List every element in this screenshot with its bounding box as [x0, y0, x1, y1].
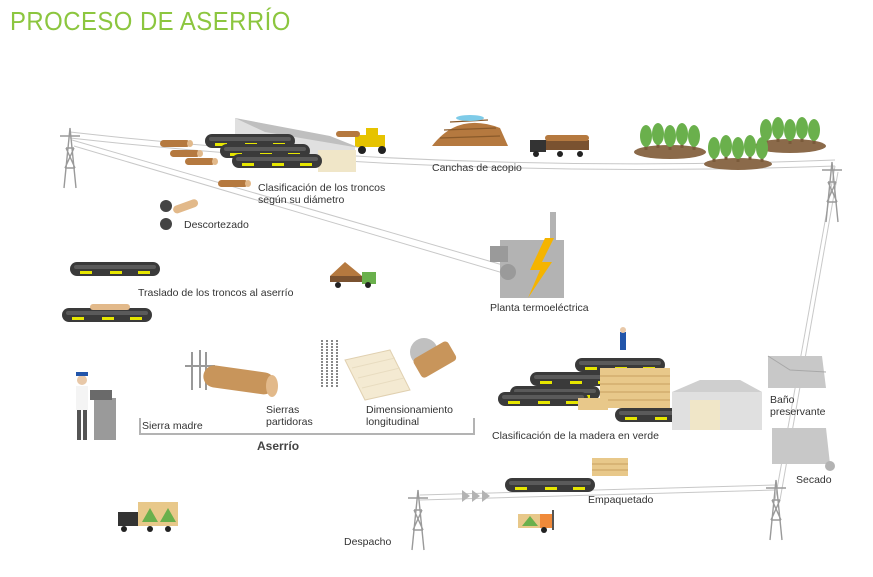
label-gang-saw-1: Sierras	[266, 404, 300, 416]
label-preservative-2: preservante	[770, 406, 826, 418]
packaging-icon	[505, 458, 628, 492]
label-preservative-1: Baño	[770, 394, 795, 406]
label-log-transfer: Traslado de los troncos al aserrío	[138, 287, 294, 299]
label-packaging: Empaquetado	[588, 494, 654, 506]
label-drying: Secado	[796, 474, 832, 486]
log-truck-icon	[530, 135, 589, 157]
power-pylon	[765, 479, 787, 541]
direction-arrows	[462, 490, 490, 502]
loader-icon	[336, 128, 386, 154]
label-edging-1: Dimensionamiento	[366, 404, 453, 416]
forest-icon	[634, 117, 826, 170]
preservative-bath-icon	[767, 355, 827, 388]
edger-icon	[344, 338, 457, 401]
lumber-shed-icon	[672, 380, 762, 430]
dispatch-truck-icon	[118, 502, 178, 532]
label-green-lumber-sorting: Clasificación de la madera en verde	[492, 430, 659, 442]
log-yard-icon	[432, 115, 508, 146]
label-power-plant: Planta termoeléctrica	[490, 302, 589, 314]
forklift-icon	[518, 510, 554, 533]
sawmill-bracket	[139, 418, 475, 435]
chip-truck-icon	[330, 262, 376, 288]
label-log-classification-1: Clasificación de los troncos	[258, 182, 386, 194]
label-edging-2: longitudinal	[366, 416, 420, 428]
power-pylon	[821, 161, 843, 223]
power-lines	[69, 131, 839, 501]
power-plant-icon	[490, 212, 564, 298]
gang-saw-icon	[321, 340, 338, 388]
operator-icon	[76, 372, 116, 440]
headrig-saw-icon	[185, 350, 278, 397]
green-lumber-sorting	[498, 327, 705, 422]
label-gang-saw-2: partidoras	[266, 416, 313, 428]
label-log-yard: Canchas de acopio	[432, 162, 522, 174]
drying-kiln-icon	[772, 428, 835, 471]
power-pylon	[59, 127, 81, 189]
power-pylon	[407, 489, 429, 551]
label-sawmill: Aserrío	[257, 439, 300, 453]
page-title: PROCESO DE ASERRÍO	[10, 6, 291, 36]
debarker-icon	[160, 199, 199, 230]
label-log-classification-2: según su diámetro	[258, 194, 345, 206]
label-dispatch: Despacho	[344, 536, 392, 548]
log-classification-shed	[160, 118, 360, 187]
transfer-conveyors	[62, 262, 160, 322]
label-headrig: Sierra madre	[142, 420, 203, 432]
label-debarking: Descortezado	[184, 219, 249, 231]
